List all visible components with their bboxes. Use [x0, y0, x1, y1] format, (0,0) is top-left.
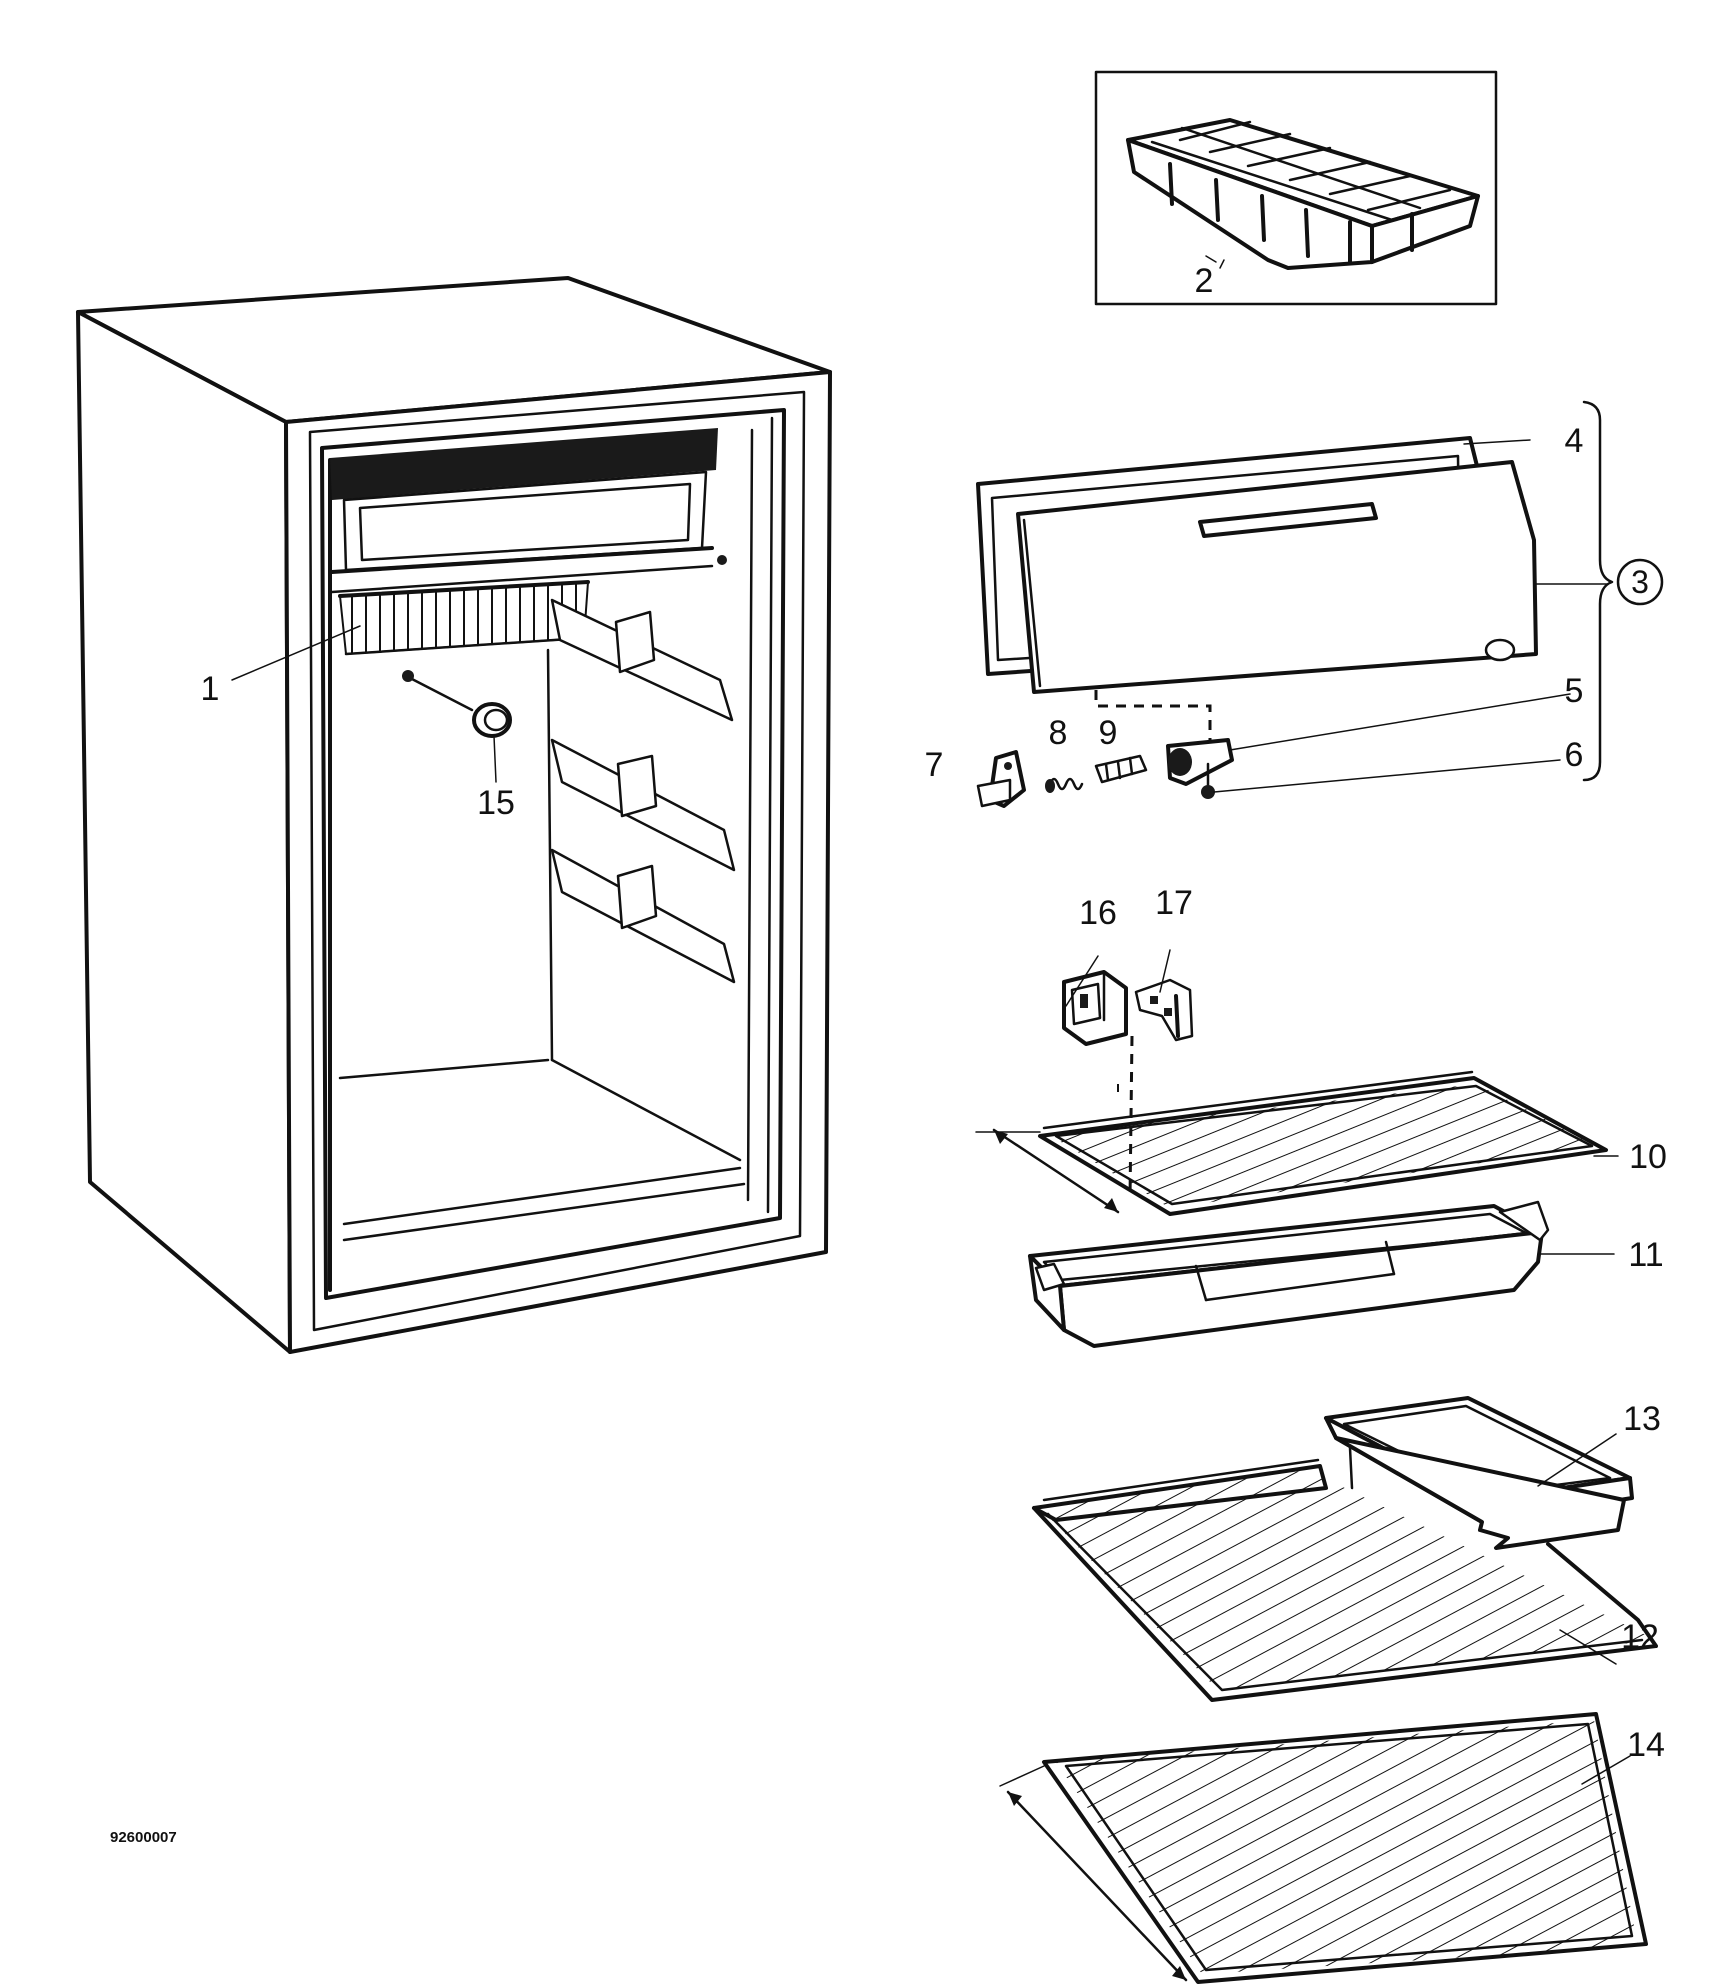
callout-5: 5 — [1565, 672, 1584, 710]
refrigerator-cabinet — [76, 276, 832, 1354]
hinge-pin — [1094, 754, 1148, 784]
callout-labels: 1 2 3 4 5 6 7 8 9 10 11 12 13 14 15 16 1… — [201, 262, 1667, 1764]
shelf-rail-lower — [550, 848, 736, 984]
callout-3: 3 — [1631, 564, 1649, 600]
callout-13: 13 — [1623, 1400, 1661, 1438]
callout-14: 14 — [1627, 1726, 1665, 1764]
hinge-spring — [1045, 777, 1084, 793]
shelf-rail-middle — [550, 738, 736, 872]
callout-6: 6 — [1565, 736, 1584, 774]
door-hinge — [1166, 738, 1234, 786]
hinge-screw — [1201, 762, 1215, 799]
shelf-rail-upper — [550, 598, 734, 722]
callout-8: 8 — [1049, 714, 1068, 752]
callout-1: 1 — [201, 670, 220, 708]
ice-tray-inset — [1094, 70, 1498, 306]
ice-cube-tray — [1126, 118, 1480, 270]
drawing-code-label: 92600007 — [110, 1829, 177, 1846]
hinge-bracket — [976, 750, 1026, 808]
callout-17: 17 — [1155, 884, 1193, 922]
freezer-door-panel — [1016, 460, 1538, 694]
hinge-cover-clip — [1134, 978, 1194, 1042]
hinge-cover-cap — [1062, 970, 1128, 1046]
callout-9: 9 — [1099, 714, 1118, 752]
callout-4: 4 — [1565, 422, 1584, 460]
group-callout-circle — [1616, 558, 1664, 606]
door-handle — [1198, 502, 1378, 538]
callout-11: 11 — [1628, 1236, 1663, 1274]
callout-7: 7 — [925, 746, 944, 784]
callout-2: 2 — [1195, 262, 1214, 300]
freezer-compartment — [330, 428, 727, 594]
callout-16: 16 — [1079, 894, 1117, 932]
freezer-door-assembly — [976, 400, 1664, 808]
evaporator-fins — [338, 580, 590, 656]
wire-shelf-lower — [999, 1712, 1648, 1984]
leader-lines — [231, 259, 1631, 1785]
thermostat-knob — [402, 670, 512, 738]
crisper-tray — [1028, 1200, 1550, 1348]
cabinet-side-panel — [76, 310, 292, 1354]
wire-shelf-upper — [975, 1070, 1608, 1216]
callout-10: 10 — [1629, 1138, 1667, 1176]
callout-15: 15 — [477, 784, 515, 822]
callout-12: 12 — [1621, 1618, 1659, 1656]
